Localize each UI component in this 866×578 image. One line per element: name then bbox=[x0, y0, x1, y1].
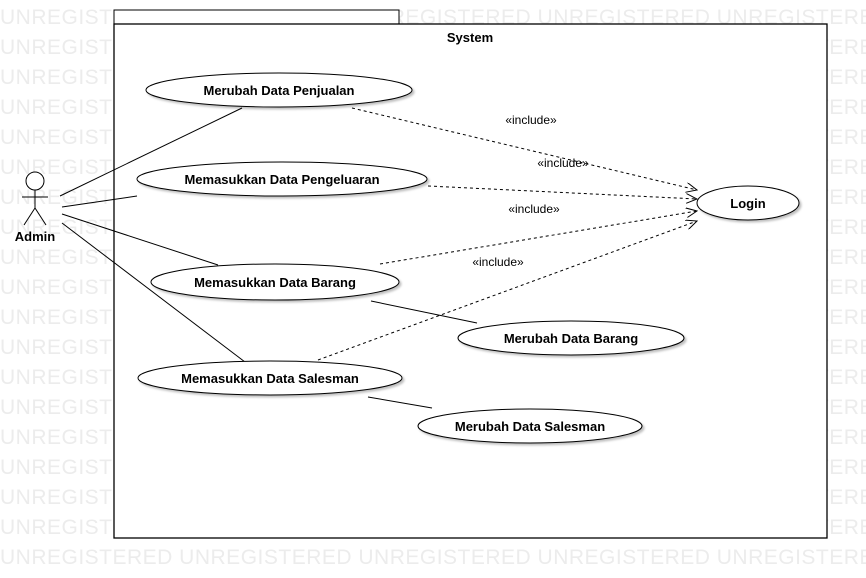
use-case-ellipse bbox=[136, 161, 428, 197]
use-case-memasukkan-data-barang[interactable]: Memasukkan Data Barang bbox=[150, 263, 400, 301]
use-case-ellipse bbox=[145, 72, 413, 108]
include-arrow-pengeluaran[interactable] bbox=[427, 185, 697, 199]
include-arrow-salesman[interactable] bbox=[317, 221, 697, 361]
use-case-label: Memasukkan Data Salesman bbox=[181, 371, 359, 386]
use-case-label: Merubah Data Barang bbox=[504, 331, 638, 346]
actor-left-leg bbox=[23, 207, 36, 226]
use-case-ellipse bbox=[417, 408, 643, 444]
system-title: System bbox=[447, 30, 493, 45]
actor-head bbox=[25, 171, 45, 191]
admin-actor[interactable] bbox=[22, 171, 48, 226]
association-admin-pengeluaran[interactable] bbox=[61, 195, 138, 208]
include-label: «include» bbox=[537, 156, 589, 170]
use-case-label: Merubah Data Penjualan bbox=[204, 83, 355, 98]
include-label: «include» bbox=[508, 202, 560, 216]
use-case-merubah-data-salesman[interactable]: Merubah Data Salesman bbox=[417, 408, 643, 444]
use-case-merubah-data-barang[interactable]: Merubah Data Barang bbox=[457, 320, 685, 356]
use-case-merubah-data-penjualan[interactable]: Merubah Data Penjualan bbox=[145, 72, 413, 108]
association-salesman-ubah[interactable] bbox=[367, 396, 433, 409]
use-case-ellipse bbox=[457, 320, 685, 356]
use-case-label: Memasukkan Data Barang bbox=[194, 275, 356, 290]
include-arrow-penjualan[interactable] bbox=[351, 107, 697, 190]
association-admin-barang[interactable] bbox=[61, 213, 219, 266]
system-tab bbox=[113, 9, 400, 25]
use-case-label: Merubah Data Salesman bbox=[455, 419, 605, 434]
use-case-ellipse bbox=[696, 185, 800, 221]
include-label: «include» bbox=[472, 255, 524, 269]
use-case-login[interactable]: Login bbox=[696, 185, 800, 221]
use-case-ellipse bbox=[150, 263, 400, 301]
association-admin-penjualan[interactable] bbox=[59, 107, 243, 197]
actor-right-leg bbox=[34, 207, 47, 226]
use-case-memasukkan-data-salesman[interactable]: Memasukkan Data Salesman bbox=[137, 360, 403, 396]
associations bbox=[59, 107, 478, 409]
actor-name: Admin bbox=[15, 229, 56, 244]
use-case-memasukkan-data-pengeluaran[interactable]: Memasukkan Data Pengeluaran bbox=[136, 161, 428, 197]
use-case-label: Memasukkan Data Pengeluaran bbox=[184, 172, 379, 187]
include-dependencies bbox=[317, 107, 697, 361]
include-label: «include» bbox=[505, 113, 557, 127]
association-admin-salesman[interactable] bbox=[61, 222, 246, 363]
use-case-ellipse bbox=[137, 360, 403, 396]
use-case-label: Login bbox=[730, 196, 765, 211]
association-barang-ubah[interactable] bbox=[370, 300, 478, 324]
